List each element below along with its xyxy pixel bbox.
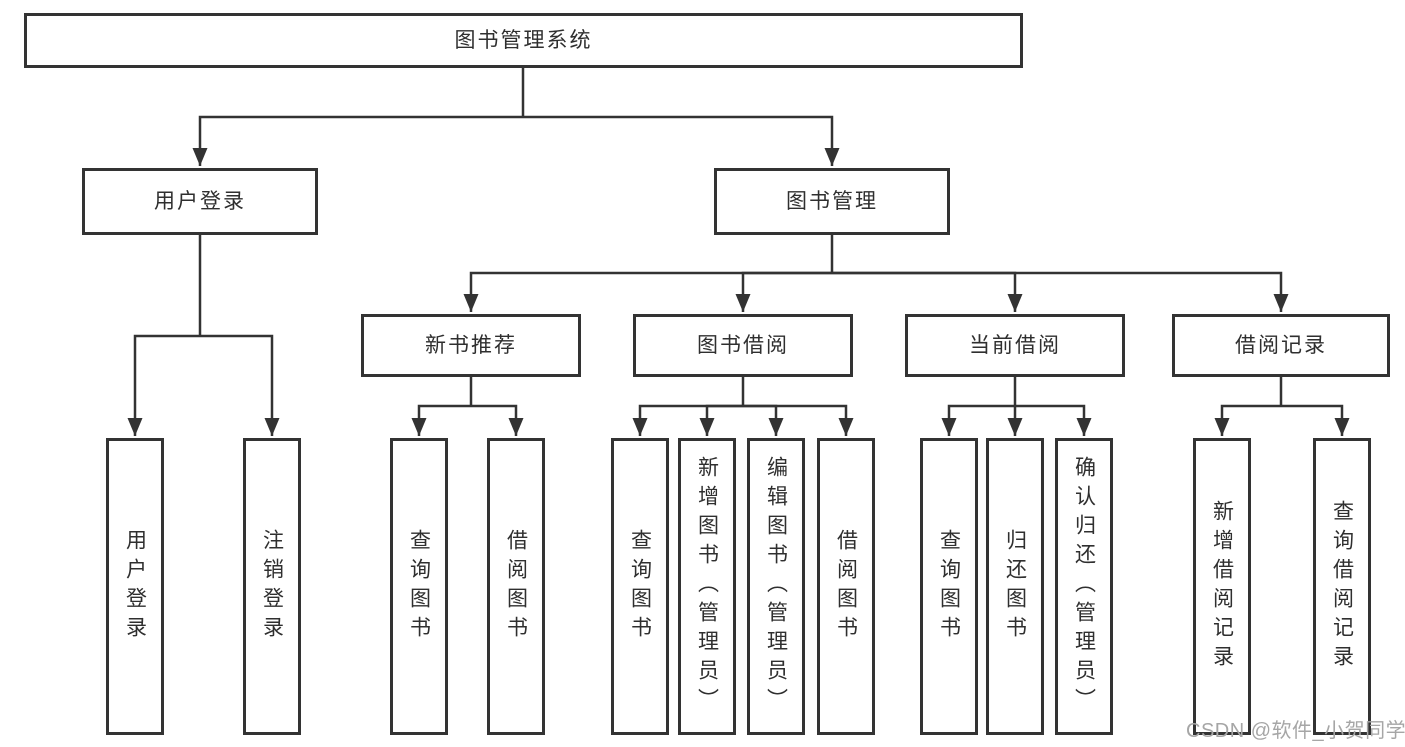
leaf-add-book-admin-label: 新增图书（管理员） xyxy=(695,456,719,717)
leaf-user-login-label: 用户登录 xyxy=(123,528,147,645)
leaf-edit-book-admin: 编辑图书（管理员） xyxy=(747,438,805,735)
leaf-edit-book-admin-label: 编辑图书（管理员） xyxy=(764,456,788,717)
leaf-borrow-book-recommend-label: 借阅图书 xyxy=(504,528,528,645)
leaf-return-book: 归还图书 xyxy=(986,438,1044,735)
node-book-management: 图书管理 xyxy=(714,168,950,235)
leaf-query-book-recommend: 查询图书 xyxy=(390,438,448,735)
node-user-login: 用户登录 xyxy=(82,168,318,235)
leaf-add-book-admin: 新增图书（管理员） xyxy=(678,438,736,735)
leaf-query-book-current: 查询图书 xyxy=(920,438,978,735)
watermark: CSDN @软件_小贺同学 xyxy=(1186,720,1405,742)
leaf-query-book-borrow-label: 查询图书 xyxy=(628,528,652,645)
leaf-add-borrow-record-label: 新增借阅记录 xyxy=(1210,499,1234,674)
leaf-query-book-recommend-label: 查询图书 xyxy=(407,528,431,645)
leaf-confirm-return-admin: 确认归还（管理员） xyxy=(1055,438,1113,735)
node-current-borrow: 当前借阅 xyxy=(905,314,1125,377)
leaf-query-book-borrow: 查询图书 xyxy=(611,438,669,735)
leaf-user-login: 用户登录 xyxy=(106,438,164,735)
node-book-borrow: 图书借阅 xyxy=(633,314,853,377)
leaf-query-borrow-record-label: 查询借阅记录 xyxy=(1330,499,1354,674)
leaf-logout: 注销登录 xyxy=(243,438,301,735)
leaf-logout-label: 注销登录 xyxy=(260,528,284,645)
leaf-borrow-book-label: 借阅图书 xyxy=(834,528,858,645)
leaf-confirm-return-admin-label: 确认归还（管理员） xyxy=(1072,456,1096,717)
leaf-query-borrow-record: 查询借阅记录 xyxy=(1313,438,1371,735)
leaf-borrow-book: 借阅图书 xyxy=(817,438,875,735)
leaf-add-borrow-record: 新增借阅记录 xyxy=(1193,438,1251,735)
node-borrow-records: 借阅记录 xyxy=(1172,314,1390,377)
leaf-return-book-label: 归还图书 xyxy=(1003,528,1027,645)
leaf-borrow-book-recommend: 借阅图书 xyxy=(487,438,545,735)
node-system-root: 图书管理系统 xyxy=(24,13,1023,68)
node-new-book-recommend: 新书推荐 xyxy=(361,314,581,377)
leaf-query-book-current-label: 查询图书 xyxy=(937,528,961,645)
